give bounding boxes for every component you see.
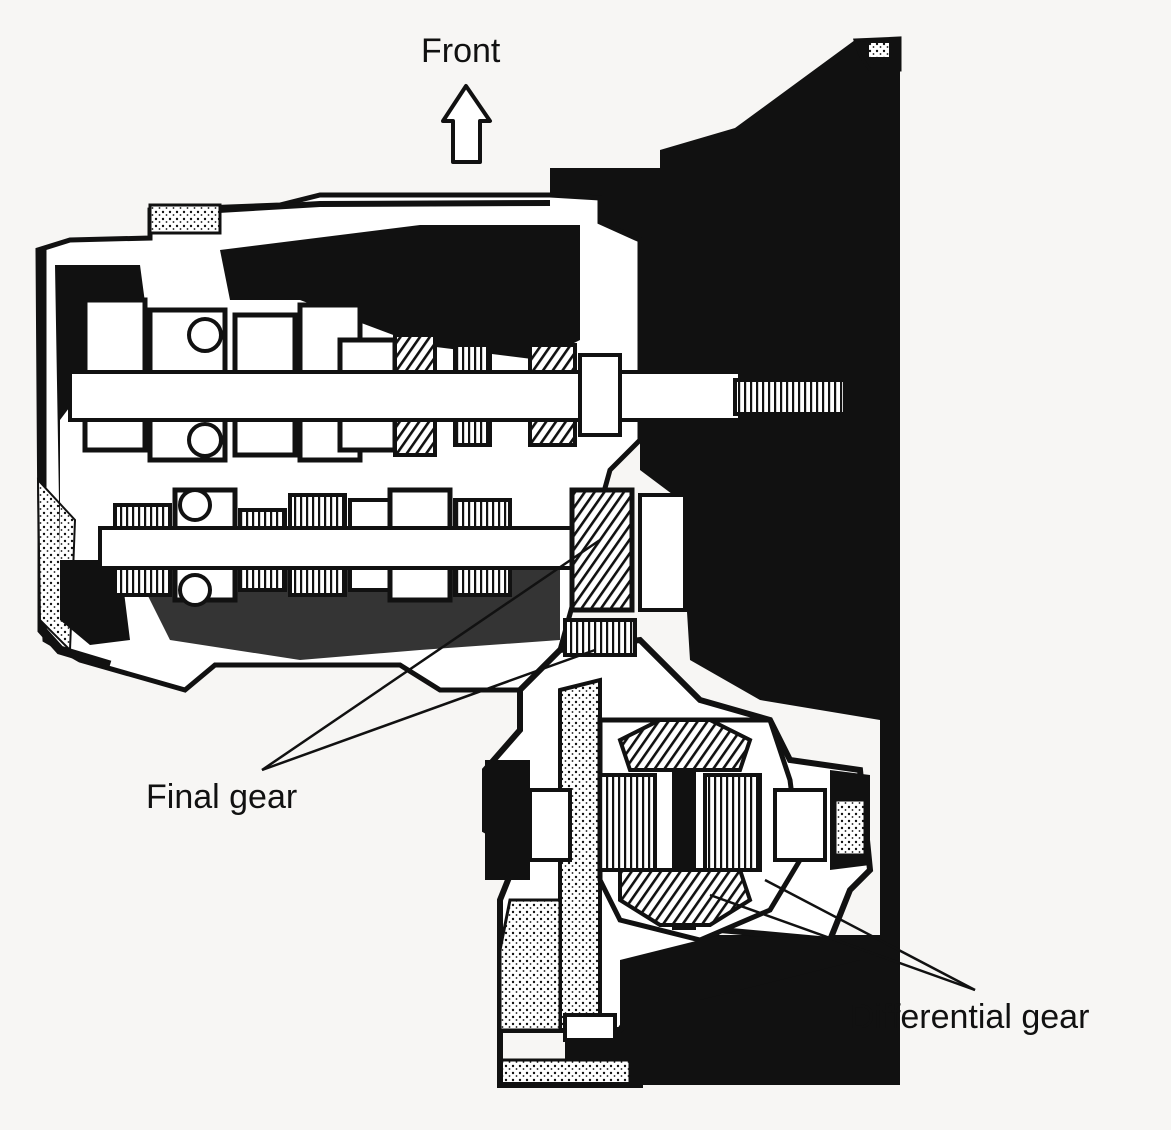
side-gear-left [598,773,657,872]
diff-pinion-bottom [618,868,753,927]
front-label: Front [421,32,501,70]
lower-black-web [620,935,860,1030]
final-gear-label: Final gear [146,778,298,816]
input-shaft-spline [733,378,847,416]
case-outer-wall [37,250,112,670]
right-axle-seal [833,798,867,857]
differential-gear-leaders [709,878,976,992]
case-cavity-left [55,265,150,645]
bottom-bolt [498,1058,632,1087]
final-gear-leaders [261,538,601,772]
lower-casting [498,898,562,1032]
housing-bolt [867,41,891,59]
right-axle-bearing [773,788,827,862]
bell-housing [550,38,900,1085]
front-arrow-icon [441,84,492,164]
pinion-bearing [638,493,687,612]
input-shaft [68,370,742,422]
diff-pinion-top [617,718,753,772]
case-cavity-upper [220,225,580,360]
final-drive-pinion [569,487,635,613]
differential-gear-label: Differential gear [850,998,1090,1036]
left-axle-bearing [528,788,572,862]
housing-bottom-edge [497,1030,643,1088]
output-shaft [98,526,582,570]
ring-gear-teeth [563,618,637,657]
diff-housing-black-left [485,760,530,880]
case-bolt-top-left [148,203,222,235]
input-shaft-bearing [578,353,622,437]
drain-plug [563,1013,617,1042]
side-gear-right [703,773,762,872]
